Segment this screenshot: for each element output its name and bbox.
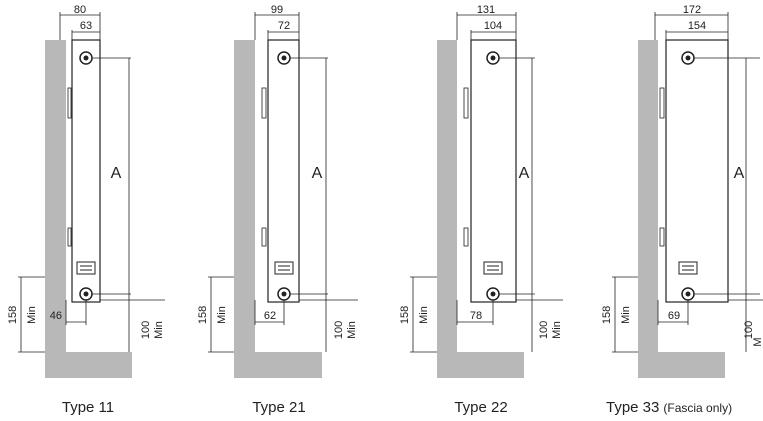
outer-width-value: 172	[683, 4, 701, 16]
floor-min: Min	[620, 306, 632, 324]
wall-bracket-bottom	[463, 227, 469, 247]
outer-width-value: 99	[271, 4, 283, 16]
diagram-type-22: 131 104 A 158 Min 78 100 Min Type 22	[399, 4, 563, 416]
caption: Type 11	[62, 399, 114, 416]
wall-and-floor	[437, 40, 524, 378]
pipe-min: Min	[346, 321, 358, 339]
caption-note: (Fascia only)	[663, 401, 732, 415]
bracket-icon	[678, 261, 698, 275]
height-value: A	[312, 165, 323, 182]
pipe-value: 100	[538, 321, 550, 339]
pipe-value: 100	[140, 321, 152, 339]
wall-bracket-bottom	[659, 227, 665, 247]
wall-offset-value: 46	[50, 310, 62, 322]
wall-bracket-top	[67, 87, 72, 119]
pipe-value: 100	[743, 321, 755, 339]
wall-bracket-top	[463, 87, 469, 119]
pipe-min: Min	[153, 321, 165, 339]
pipe-min: Min	[551, 321, 563, 339]
wall-offset-value: 62	[264, 310, 276, 322]
inner-width-value: 72	[278, 20, 290, 32]
wall-bracket-top	[261, 87, 267, 119]
radiator-body	[470, 39, 517, 303]
floor-value: 158	[197, 306, 209, 324]
outer-width-value: 80	[74, 4, 86, 16]
wall-bracket-top	[659, 87, 665, 119]
wall-bracket-bottom	[67, 227, 72, 247]
radiator-body	[665, 39, 729, 303]
wall-bracket-bottom	[261, 227, 267, 247]
wall-and-floor	[45, 40, 132, 378]
bracket-icon	[76, 261, 96, 275]
floor-min: Min	[26, 306, 38, 324]
wall-offset-value: 78	[470, 310, 482, 322]
floor-min: Min	[216, 306, 228, 324]
pipe-min: M	[752, 337, 763, 346]
outer-width-value: 131	[477, 4, 495, 16]
floor-min: Min	[418, 306, 430, 324]
inner-width-value: 63	[80, 20, 92, 32]
caption-group: Type 33 (Fascia only)	[606, 399, 732, 416]
wall-and-floor	[234, 40, 322, 378]
height-value: A	[734, 165, 745, 182]
bracket-icon	[274, 261, 294, 275]
floor-value: 158	[399, 306, 411, 324]
wall-offset-value: 69	[668, 310, 680, 322]
height-value: A	[111, 165, 122, 182]
caption: Type 21	[252, 399, 305, 416]
inner-width-value: 154	[688, 20, 706, 32]
caption: Type 33	[606, 399, 659, 416]
pipe-value: 100	[333, 321, 345, 339]
diagram-type-21: 99 72 A 158 Min 62 100 Min Type 21	[197, 4, 358, 416]
diagram-type-11: 80 63 A 158 Min 46 100 Min Type 11	[7, 4, 165, 416]
height-value: A	[519, 165, 530, 182]
wall-and-floor	[638, 40, 725, 378]
radiator-body	[267, 39, 300, 303]
floor-value: 158	[7, 306, 19, 324]
caption: Type 22	[454, 399, 507, 416]
diagram-type-33: 172 154 A 158 Min 69 100 M Type 33 (Fasci…	[601, 4, 763, 416]
bracket-icon	[483, 261, 503, 275]
inner-width-value: 104	[484, 20, 502, 32]
floor-value: 158	[601, 306, 613, 324]
